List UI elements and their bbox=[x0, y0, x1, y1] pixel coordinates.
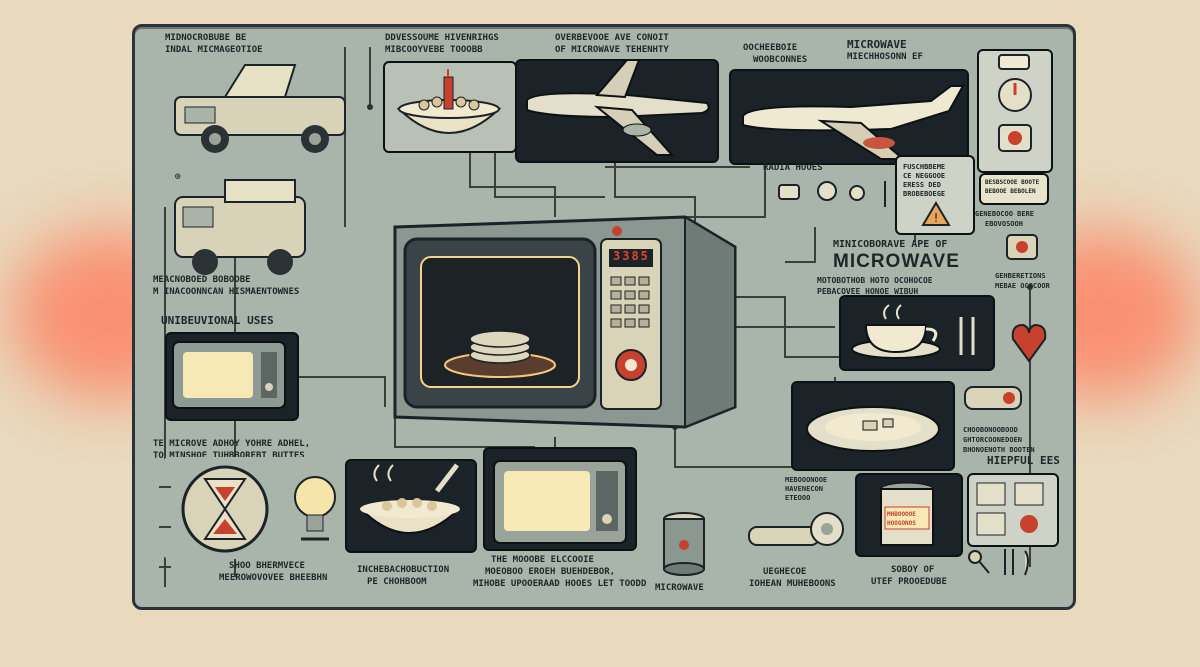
right-mid-sub-2: PEBACOVEE HONOE WIBUH bbox=[817, 287, 919, 296]
bottom-c-2: MOEOBOO EROEH BUEHDEBOR, bbox=[485, 567, 616, 577]
hourglass-panel bbox=[163, 457, 297, 559]
left-lower-label-1: TE MICROVE ADHOY YOHRE ADHEL, bbox=[153, 439, 311, 449]
bottom-a-2: MEEROWOVOVEE BHEEBHN bbox=[219, 573, 328, 583]
airplane-icon-2 bbox=[742, 85, 965, 160]
small-ticket: BESBSCOOE BOOTE BEBOOE BEBOLEN bbox=[979, 173, 1049, 205]
top-right-label-2: WOOBCONNES bbox=[753, 55, 808, 65]
jar-label-2: HOOGONOS bbox=[887, 520, 916, 527]
microwave-icon-2 bbox=[493, 460, 627, 544]
spoons-icon bbox=[968, 549, 1029, 576]
microwave-small-title-2: MIECHHOSONN EF bbox=[847, 52, 923, 62]
cereal-bowl-icon bbox=[358, 463, 462, 534]
right-side-a-2: EBOVOSOOH bbox=[985, 220, 1023, 228]
small-tag-3: ETEOOO bbox=[785, 494, 811, 502]
top-mid-b-label-1: OVERBEVOOE AVE CONOIT bbox=[555, 33, 669, 43]
scanner-icon bbox=[964, 386, 1022, 410]
hud-small-2: BEBOOE BEBOLEN bbox=[985, 188, 1036, 195]
top-mid-b-label-2: OF MICROWAVE TEHENHTY bbox=[555, 45, 669, 55]
right-side-b-1: GEHBERETIONS bbox=[995, 272, 1046, 280]
top-mid-a-label-2: MIBCOOYVEBE TOOOBB bbox=[385, 45, 483, 55]
bottom-c-1: THE MOOOBE ELCCOOIE bbox=[491, 555, 594, 565]
cereal-bowl-panel bbox=[345, 459, 477, 553]
plate-panel bbox=[791, 381, 955, 471]
second-microwave-panel bbox=[483, 447, 637, 551]
airplane-icon bbox=[526, 59, 710, 156]
knob-icon bbox=[998, 54, 1032, 152]
jar-panel: MHBOOOOE HOOGONOS bbox=[855, 473, 963, 557]
small-tag-1: MEBOOONOOE bbox=[785, 476, 828, 484]
main-microwave-icon bbox=[393, 215, 737, 429]
bottom-a-1: SHOO BHERMVECE bbox=[229, 561, 305, 571]
warning-triangle-icon: ! bbox=[921, 201, 951, 226]
lightbulb-panel bbox=[285, 457, 347, 559]
bottom-f-2: UTEF PROOEDUBE bbox=[871, 577, 947, 587]
right-side-b-2: MEBAE OCOCOOR bbox=[995, 282, 1050, 290]
airplane-panel bbox=[515, 59, 719, 163]
right-lower-2: GHTORCOONEDOEN bbox=[963, 436, 1023, 444]
right-mid-sub-1: MOTOBOTHOB HOTO OCOHOCOE bbox=[817, 276, 933, 285]
warning-box: FUSCHBBEME CE NEGGOOE ERESS DED BROBEBOE… bbox=[895, 155, 975, 235]
rail-ticks bbox=[159, 486, 171, 568]
radia-label: RADIA HOOES bbox=[763, 163, 823, 173]
bottom-f-1: SOBOY OF bbox=[891, 565, 935, 575]
right-box-line-4: BROBEBOEGE bbox=[903, 190, 946, 198]
left-lower-label-2: TO MINSHOE TUHBBOREBT BUTTES bbox=[153, 451, 305, 461]
gadget-icon bbox=[1006, 234, 1038, 260]
bottom-e-2: IOHEAN MUHEBOONS bbox=[749, 579, 836, 589]
right-box-line-3: ERESS DED bbox=[903, 181, 941, 189]
lightbulb-icon bbox=[294, 476, 336, 541]
big-airplane-panel bbox=[729, 69, 969, 165]
infographic-board: MIDNOCROBUBE BE INDAL MICMAGEOTIOE ⊙ MEA… bbox=[132, 24, 1076, 610]
top-left-label-1: MIDNOCROBUBE BE bbox=[165, 33, 247, 43]
heart-gadget-icon bbox=[1011, 323, 1047, 363]
plate-icon bbox=[806, 406, 940, 452]
bottom-c-3: MIHOBE UPOOERAAD HOOES LET TOODD bbox=[473, 579, 647, 589]
tool-icon bbox=[748, 512, 844, 546]
small-microwave-panel bbox=[165, 332, 299, 421]
top-mid-a-label-1: DDVESSOUME HIVENRIHGS bbox=[385, 33, 499, 43]
teacup-icon bbox=[851, 304, 975, 359]
jar-icon bbox=[880, 482, 934, 546]
teacup-panel bbox=[839, 295, 995, 371]
microwave-icon bbox=[172, 341, 286, 409]
utensil-rack-panel bbox=[967, 473, 1059, 547]
microwave-display-readout: 3385 bbox=[613, 249, 650, 263]
helpful-heading: HIEPFUL EES bbox=[987, 454, 1060, 467]
utensils-icon bbox=[778, 181, 886, 207]
hourglass-icon bbox=[181, 465, 269, 553]
jar-label-1: MHBOOOOE bbox=[887, 511, 916, 518]
right-mid-big-title: MICROWAVE bbox=[833, 251, 960, 272]
top-left-label-2: INDAL MICMAGEOTIOE bbox=[165, 45, 263, 55]
hud-small-1: BESBSCOOE BOOTE bbox=[985, 179, 1040, 186]
microwave-small-title-1: MICROWAVE bbox=[847, 38, 907, 51]
right-box-line-1: FUSCHBBEME bbox=[903, 163, 946, 171]
right-side-a-1: GENEBOCOO BERE bbox=[975, 210, 1035, 218]
bottom-d: MICROWAVE bbox=[655, 583, 704, 593]
right-lower-3: BHONOENOTH BOOTEN bbox=[963, 446, 1035, 454]
bottom-e-1: UEGHECOE bbox=[763, 567, 807, 577]
popcorn-bowl-panel bbox=[383, 61, 517, 153]
right-mid-small-title: MINICOBORAVE APE OF bbox=[833, 239, 948, 250]
right-lower-1: CHOOBONOOBOOD bbox=[963, 426, 1018, 434]
left-mid-label-2: M INACOONNCAN HISMAENTOWNES bbox=[153, 287, 300, 297]
truck-icon bbox=[174, 64, 346, 153]
popcorn-bowl-icon bbox=[396, 69, 502, 134]
top-right-label-1: OOCHEEBOIE bbox=[743, 43, 798, 53]
left-mid-label-1: MEACNOBOED BOBOOBE bbox=[153, 275, 251, 285]
left-circle-marker: ⊙ bbox=[175, 172, 181, 182]
bottom-b-2: PE CHOHBOOM bbox=[367, 577, 427, 587]
svg-text:!: ! bbox=[934, 211, 939, 225]
van-icon bbox=[174, 179, 306, 275]
controls-column-panel bbox=[977, 49, 1053, 173]
unusual-uses-heading: UNIBEUVIONAL USES bbox=[161, 314, 274, 327]
bottom-b-1: INCHEBACHOBUCTION bbox=[357, 565, 450, 575]
rack-icon bbox=[976, 482, 1044, 536]
right-box-line-2: CE NEGGOOE bbox=[903, 172, 946, 180]
can-icon bbox=[663, 512, 705, 576]
small-tag-2: HAVENECON bbox=[785, 485, 823, 493]
